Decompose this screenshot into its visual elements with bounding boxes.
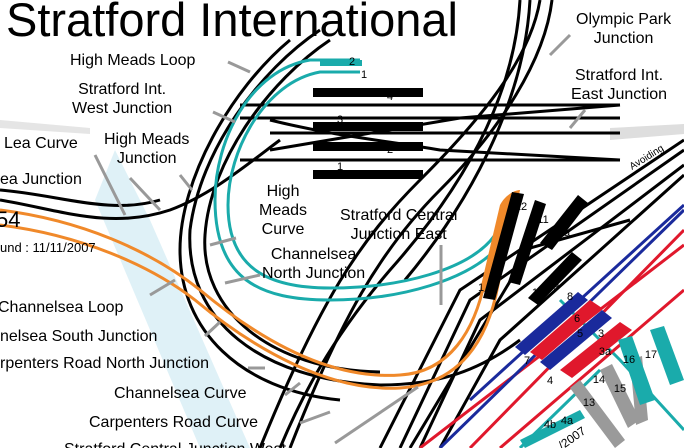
- pn-13: 13: [583, 397, 595, 409]
- label-stratford-central-west: Stratford Central Junction West: [64, 440, 286, 448]
- pn-5: 5: [577, 328, 583, 340]
- red-platforms: [515, 292, 632, 378]
- river: [95, 150, 250, 448]
- pn-12: 12: [515, 201, 527, 213]
- page-title: Stratford International: [6, 0, 458, 46]
- date-line: und : 11/11/2007: [0, 240, 96, 255]
- pn-15: 15: [614, 383, 626, 395]
- pn-o2: 2: [489, 271, 495, 283]
- station-platforms: [483, 192, 588, 305]
- label-channelsea-south: nelsea South Junction: [0, 328, 158, 345]
- pn-14: 14: [593, 374, 605, 386]
- label-carpenters-road-curve: Carpenters Road Curve: [89, 414, 258, 431]
- overground-tracks: [0, 199, 517, 390]
- label-carpenters-road-north: rpenters Road North Junction: [0, 355, 209, 372]
- label-lea-curve: Lea Curve: [4, 135, 78, 152]
- label-lea-junction: ea Junction: [0, 171, 82, 188]
- pn-o1: 1: [478, 282, 484, 294]
- pn-intl-1b: 1: [337, 161, 343, 173]
- number-fragment: 54: [0, 207, 21, 232]
- pn-11: 11: [537, 214, 548, 226]
- pn-3a: 3a: [599, 346, 612, 358]
- label-stratford-int-west: Stratford Int.West Junction: [72, 81, 173, 117]
- pn-4b: 4b: [544, 419, 556, 431]
- pn-9: 9: [553, 281, 559, 293]
- pn-intl-2: 2: [349, 56, 355, 68]
- pn-4a: 4a: [561, 415, 574, 427]
- label-channelsea-loop: Channelsea Loop: [0, 299, 124, 316]
- pn-17: 17: [645, 349, 657, 361]
- pn-6: 6: [574, 313, 580, 325]
- teal-platforms: [520, 326, 684, 448]
- pn-3: 3: [598, 328, 604, 340]
- label-channelsea-curve: Channelsea Curve: [114, 385, 247, 402]
- label-arrows: [93, 33, 587, 445]
- pn-10: 10: [532, 287, 544, 299]
- pn-intl-3: 3: [337, 114, 343, 126]
- pn-7: 7: [524, 355, 530, 367]
- pn-8: 8: [567, 291, 573, 303]
- dlr-platform: [320, 60, 362, 66]
- pn-10a: 10a: [552, 227, 571, 239]
- pn-16: 16: [623, 354, 635, 366]
- intl-platforms: [313, 88, 423, 179]
- pn-intl-4: 4: [387, 91, 393, 103]
- river-band: [0, 120, 90, 134]
- label-stratford-int-east: Stratford Int.East Junction: [571, 67, 668, 103]
- pn-intl-1: 1: [361, 69, 367, 81]
- pn-4: 4: [547, 375, 553, 387]
- platform-numbers: 2 1 4 3 2 1 1 2 12 11 10a 10 9 8 6 5 3 3…: [337, 56, 657, 431]
- grey-band: [610, 124, 684, 140]
- pn-intl-2b: 2: [387, 144, 393, 156]
- label-high-meads-loop: High Meads Loop: [70, 52, 196, 69]
